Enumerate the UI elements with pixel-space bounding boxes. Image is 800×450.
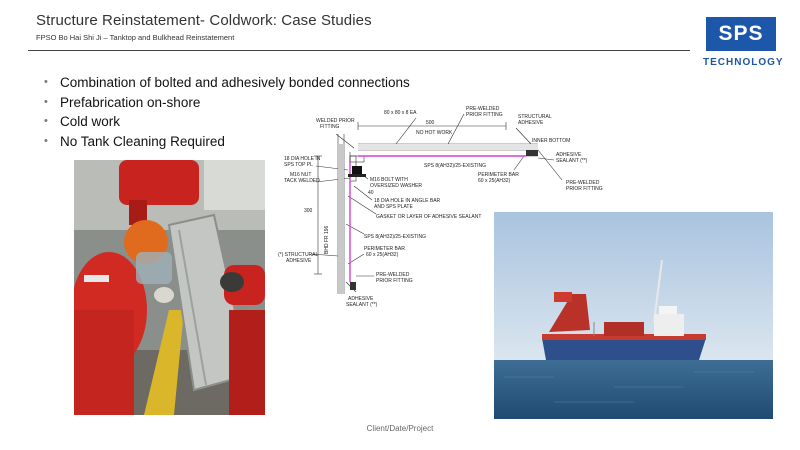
label-dia-hole-sps: 18 DIA HOLE IN: [284, 156, 321, 162]
bolted-connection-drawing: WELDED PRIOR FITTING 80 x 80 x 8 EA PRE-…: [278, 106, 603, 308]
label-and-sps-plate: AND SPS PLATE: [374, 204, 413, 210]
label-sps-existing-top: SPS 8(AH32)/25-EXISTING: [424, 163, 486, 169]
photo-fpso-vessel: [494, 212, 773, 419]
label-adhesive-top: ADHESIVE: [518, 120, 544, 126]
bullet-item: Cold work: [44, 112, 410, 132]
slide-footer: Client/Date/Project: [366, 424, 434, 433]
label-sps-top-pl: SPS TOP PL: [284, 162, 313, 168]
label-m16-bolt: M16 BOLT WITH: [370, 177, 408, 183]
bullet-item: No Tank Cleaning Required: [44, 132, 410, 152]
label-dim-40: 40: [368, 190, 374, 196]
label-sealant-bottom: SEALANT (**): [346, 302, 378, 308]
sps-logo-subtext: TECHNOLOGY: [703, 57, 784, 68]
label-sps-existing-side: SPS 8(AH32)/25-EXISTING: [364, 234, 426, 240]
label-dia-hole-angle: 18 DIA HOLE IN ANGLE BAR: [374, 198, 441, 204]
title-divider: [28, 50, 690, 51]
photo-workers-installation: [74, 160, 265, 415]
label-no-hot-work: NO HOT WORK: [416, 130, 453, 136]
label-oversized-washer: OVERSIZED WASHER: [370, 183, 422, 189]
sps-logo: SPS: [706, 17, 776, 51]
label-ea: 80 x 80 x 8 EA: [384, 110, 417, 116]
label-tack-welded: TACK WELDED: [284, 178, 320, 184]
label-perimeter-bar-side: PERIMETER BAR: [364, 246, 405, 252]
bullet-item: Prefabrication on-shore: [44, 93, 410, 113]
label-bhd-fr: BHD FR 196: [324, 225, 330, 254]
label-adhesive-side: ADHESIVE: [286, 258, 312, 264]
label-gasket: GASKET OR LAYER OF ADHESIVE SEALANT: [376, 214, 481, 220]
label-prior-fitting-top: PRIOR FITTING: [466, 112, 503, 118]
label-inner-bottom: INNER BOTTOM: [532, 138, 570, 144]
label-dim-500: 500: [426, 120, 435, 126]
label-welded-prior: WELDED PRIOR: [316, 118, 355, 124]
label-structural-side: (*) STRUCTURAL: [278, 252, 318, 258]
bullet-list: Combination of bolted and adhesively bon…: [44, 73, 410, 151]
label-perimeter-bar-top: PERIMETER BAR: [478, 172, 519, 178]
slide-title: Structure Reinstatement- Coldwork: Case …: [36, 12, 372, 29]
label-prior-fitting-bottom: PRIOR FITTING: [376, 278, 413, 284]
label-pre-welded-right: PRE-WELDED: [566, 180, 600, 186]
label-sealant-top: SEALANT (**): [556, 158, 588, 164]
label-m16-nut: M16 NUT: [290, 172, 311, 178]
label-fitting: FITTING: [320, 124, 340, 130]
slide-subtitle: FPSO Bo Hai Shi Ji – Tanktop and Bulkhea…: [36, 33, 235, 42]
label-adhesive-sealant-top: ADHESIVE: [556, 152, 582, 158]
label-structural-top: STRUCTURAL: [518, 114, 552, 120]
label-perimeter-size-top: 60 x 25(AH32): [478, 178, 511, 184]
bullet-item: Combination of bolted and adhesively bon…: [44, 73, 410, 93]
label-pre-welded-top: PRE-WELDED: [466, 106, 500, 112]
label-pre-welded-bottom: PRE-WELDED: [376, 272, 410, 278]
label-prior-fitting-right: PRIOR FITTING: [566, 186, 603, 192]
label-adhesive-sealant-bottom: ADHESIVE: [348, 296, 374, 302]
label-dim-300: 300: [304, 208, 313, 214]
label-perimeter-size-side: 60 x 25(AH32): [366, 252, 399, 258]
